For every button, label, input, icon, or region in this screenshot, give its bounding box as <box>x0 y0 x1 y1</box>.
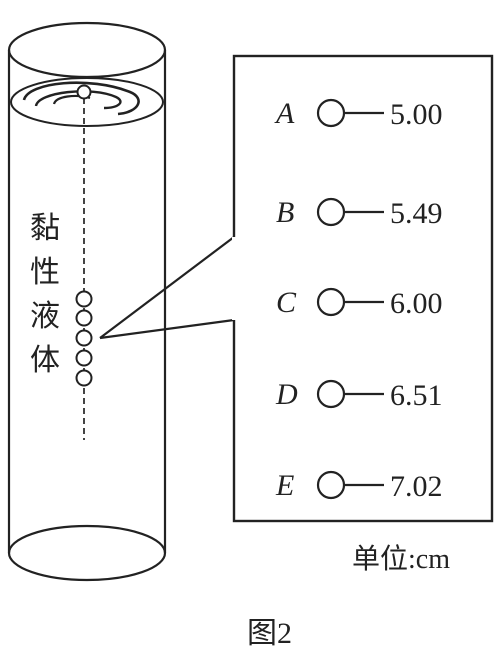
position-ball <box>316 470 346 500</box>
cylinder-top-rim <box>7 21 167 79</box>
cylinder-bottom-rim <box>7 524 167 582</box>
position-ball <box>316 287 346 317</box>
position-row-c: C 6.00 <box>276 286 443 320</box>
ball-at-surface <box>76 84 92 100</box>
ball-position-d <box>75 349 93 367</box>
liquid-label-char: 液 <box>30 299 60 334</box>
position-row-a: A 5.00 <box>274 97 443 131</box>
position-letter: A <box>274 97 295 130</box>
liquid-label-char: 体 <box>30 343 60 378</box>
position-row-b: B 5.49 <box>276 196 443 230</box>
ball-position-b <box>75 309 93 327</box>
position-row-d: D 6.51 <box>275 378 443 412</box>
liquid-surface <box>10 77 164 127</box>
position-value: 7.02 <box>390 470 443 503</box>
liquid-label-char: 性 <box>30 255 60 290</box>
callout-line-bottom <box>99 318 235 340</box>
position-letter: E <box>275 469 294 502</box>
ball-position-e <box>75 369 93 387</box>
position-letter: C <box>276 286 297 319</box>
ball-positions <box>75 290 93 387</box>
position-value: 6.00 <box>390 287 443 320</box>
ripple-middle <box>34 90 122 110</box>
position-letter: D <box>275 378 298 411</box>
position-ball <box>316 379 346 409</box>
figure-caption: 图2 <box>247 617 292 650</box>
liquid-label: 黏 性 液 体 <box>30 211 60 378</box>
callout-line-top <box>99 236 235 339</box>
callout-lines <box>99 236 235 340</box>
position-value: 6.51 <box>390 379 443 412</box>
ripple-outer <box>22 81 140 116</box>
position-row-e: E 7.02 <box>275 469 443 503</box>
unit-label: 单位:cm <box>352 543 450 575</box>
ball-position-a <box>75 290 93 308</box>
callout-gap <box>232 237 236 320</box>
liquid-label-char: 黏 <box>30 211 60 246</box>
liquid-surface-outline <box>10 77 164 127</box>
position-value: 5.00 <box>390 98 443 131</box>
position-letter: B <box>276 196 294 229</box>
position-ball <box>316 98 346 128</box>
magnified-box <box>232 54 494 523</box>
ball-position-c <box>75 329 93 347</box>
position-value: 5.49 <box>390 197 443 230</box>
position-ball <box>316 197 346 227</box>
